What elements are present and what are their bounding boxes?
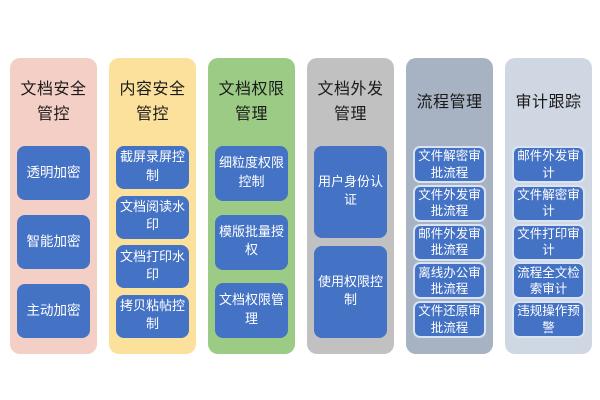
feature-box: 透明加密 [17,146,90,200]
feature-box: 模版批量授权 [215,214,288,270]
columns-row: 文档安全管控 透明加密 智能加密 主动加密 内容安全管控 截屏录屏控制 文档阅读… [10,58,592,354]
feature-box: 离线办公审批流程 [413,262,486,300]
feature-box: 违规操作预警 [512,301,585,338]
column-title: 文档外发管理 [317,79,384,123]
column-doc-permission-management: 文档权限管理 细粒度权限控制 模版批量授权 文档权限管理 [208,58,295,354]
column-items: 用户身份认证 使用权限控制 [314,146,387,338]
column-items: 邮件外发审计 文件解密审计 文件打印审计 流程全文检索审计 违规操作预警 [512,146,585,338]
feature-box: 邮件外发审计 [512,146,585,183]
feature-box: 邮件外发审批流程 [413,223,486,261]
column-items: 截屏录屏控制 文档阅读水印 文档打印水印 拷贝粘帖控制 [116,146,189,338]
column-items: 细粒度权限控制 模版批量授权 文档权限管理 [215,146,288,338]
column-title: 流程管理 [416,91,483,111]
feature-box: 拷贝粘帖控制 [116,294,189,338]
feature-box: 细粒度权限控制 [215,146,288,201]
column-title: 审计跟踪 [515,91,582,111]
feature-box: 智能加密 [17,215,90,269]
column-title: 文档安全管控 [20,79,87,123]
column-content-security-control: 内容安全管控 截屏录屏控制 文档阅读水印 文档打印水印 拷贝粘帖控制 [109,58,196,354]
feature-box: 使用权限控制 [314,246,387,338]
column-audit-tracking: 审计跟踪 邮件外发审计 文件解密审计 文件打印审计 流程全文检索审计 违规操作预… [505,58,592,354]
column-title: 文档权限管理 [218,79,285,123]
feature-box: 文件解密审批流程 [413,146,486,183]
column-title: 内容安全管控 [119,79,186,123]
feature-box: 文档阅读水印 [116,195,189,239]
feature-box: 流程全文检索审计 [512,262,585,300]
feature-box: 用户身份认证 [314,146,387,238]
column-doc-security-control: 文档安全管控 透明加密 智能加密 主动加密 [10,58,97,354]
feature-box: 文件解密审计 [512,184,585,222]
feature-box: 文件外发审批流程 [413,184,486,222]
feature-box: 文档权限管理 [215,283,288,338]
feature-box: 文件打印审计 [512,223,585,261]
feature-box: 截屏录屏控制 [116,146,189,189]
feature-box: 文件还原审批流程 [413,301,486,338]
feature-box: 主动加密 [17,284,90,338]
column-doc-outgoing-management: 文档外发管理 用户身份认证 使用权限控制 [307,58,394,354]
column-process-management: 流程管理 文件解密审批流程 文件外发审批流程 邮件外发审批流程 离线办公审批流程… [406,58,493,354]
column-items: 文件解密审批流程 文件外发审批流程 邮件外发审批流程 离线办公审批流程 文件还原… [413,146,486,338]
feature-box: 文档打印水印 [116,245,189,289]
column-items: 透明加密 智能加密 主动加密 [17,146,90,338]
